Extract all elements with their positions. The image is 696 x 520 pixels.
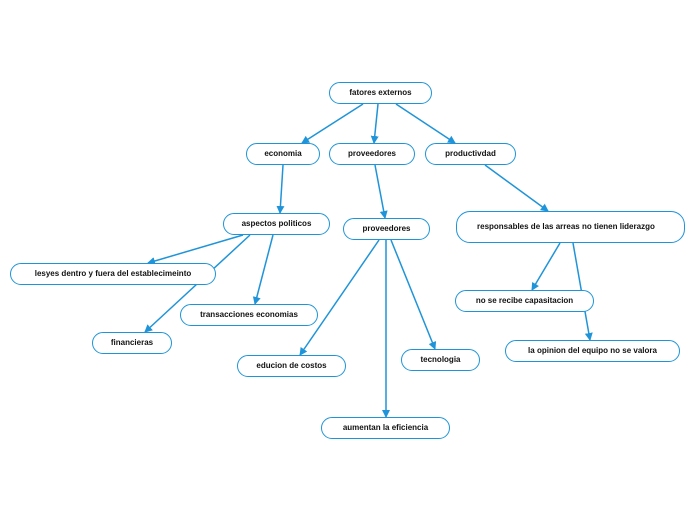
node-proveedores[interactable]: proveedores <box>329 143 415 165</box>
node-responsables-liderazgo[interactable]: responsables de las arreas no tienen lid… <box>456 211 685 243</box>
node-economia[interactable]: economia <box>246 143 320 165</box>
connector-aspectos-to-transacciones <box>252 234 274 305</box>
node-productividad[interactable]: productivdad <box>425 143 516 165</box>
connector-responsables-to-capacitacion <box>531 242 561 291</box>
connector-proveedores2-to-costos <box>299 239 380 356</box>
node-leyes[interactable]: lesyes dentro y fuera del establecimeint… <box>10 263 216 285</box>
node-fatores-externos[interactable]: fatores externos <box>329 82 432 104</box>
node-proveedores-sub[interactable]: proveedores <box>343 218 430 240</box>
node-transacciones-economias[interactable]: transacciones economias <box>180 304 318 326</box>
node-aumentan-eficiencia[interactable]: aumentan la eficiencia <box>321 417 450 439</box>
node-reduccion-costos[interactable]: educion de costos <box>237 355 346 377</box>
connector-fatores-to-economia <box>301 103 364 144</box>
connector-productividad-to-responsables <box>484 164 549 212</box>
connector-fatores-to-productividad <box>395 103 456 144</box>
node-opinion-equipo[interactable]: la opinion del equipo no se valora <box>505 340 680 362</box>
connector-proveedores1-to-proveedores2 <box>374 164 388 219</box>
connector-aspectos-to-leyes <box>147 234 244 265</box>
node-aspectos-politicos[interactable]: aspectos politicos <box>223 213 330 235</box>
connector-proveedores2-to-tecnologia <box>390 239 437 350</box>
node-tecnologia[interactable]: tecnologia <box>401 349 480 371</box>
connector-economia-to-aspectos <box>276 164 285 214</box>
connector-fatores-to-proveedores1 <box>370 103 379 144</box>
node-capacitacion[interactable]: no se recibe capasitacion <box>455 290 594 312</box>
node-financieras[interactable]: financieras <box>92 332 172 354</box>
